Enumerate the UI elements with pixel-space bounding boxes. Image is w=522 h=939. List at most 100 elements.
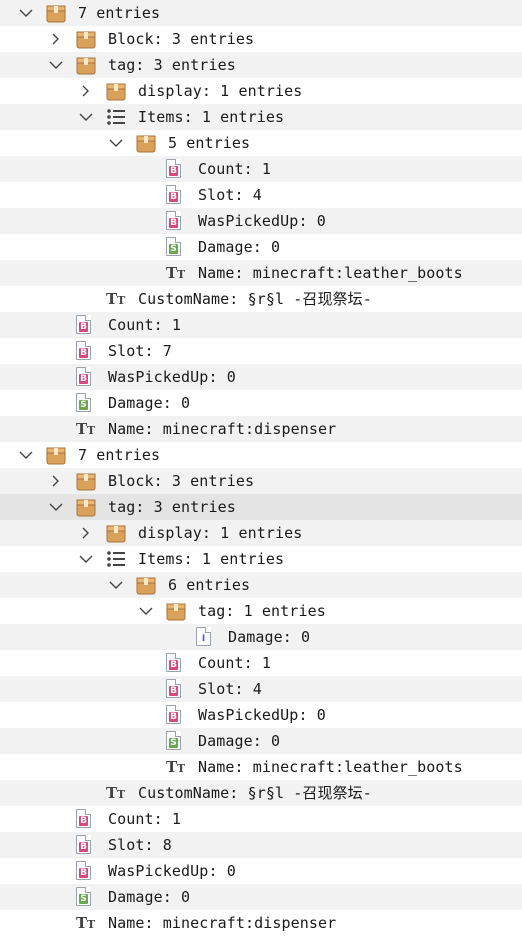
- tree-row[interactable]: display: 1 entries: [0, 78, 522, 104]
- tree-row[interactable]: B WasPickedUp: 0: [0, 858, 522, 884]
- chevron-right-icon[interactable]: [46, 468, 66, 494]
- tree-row[interactable]: Items: 1 entries: [0, 104, 522, 130]
- tree-row-label: 6 entries: [168, 576, 251, 594]
- byte-tag-icon: B: [76, 809, 91, 828]
- tree-row-label: Damage: 0: [198, 238, 281, 256]
- compound-tag-icon: [76, 497, 96, 517]
- tree-row[interactable]: S Damage: 0: [0, 884, 522, 910]
- chevron-down-icon[interactable]: [106, 130, 126, 156]
- tree-row[interactable]: I Damage: 0: [0, 624, 522, 650]
- tree-row-label: Items: 1 entries: [138, 550, 285, 568]
- chevron-down-icon[interactable]: [76, 546, 96, 572]
- tree-row-label: Count: 1: [198, 160, 272, 178]
- chevron-down-icon[interactable]: [136, 598, 156, 624]
- tree-row-label: Slot: 8: [108, 836, 172, 854]
- tree-row[interactable]: Block: 3 entries: [0, 26, 522, 52]
- tree-row[interactable]: 6 entries: [0, 572, 522, 598]
- tree-row-label: Count: 1: [108, 810, 182, 828]
- tree-row-label: WasPickedUp: 0: [198, 212, 326, 230]
- byte-tag-icon: B: [166, 653, 181, 672]
- tree-row[interactable]: B Count: 1: [0, 806, 522, 832]
- tree-row-label: WasPickedUp: 0: [108, 368, 236, 386]
- tree-row-label: CustomName: §r§l -召现祭坛-: [138, 290, 372, 308]
- byte-tag-icon: B: [166, 159, 181, 178]
- chevron-right-icon[interactable]: [46, 26, 66, 52]
- byte-tag-icon: B: [166, 185, 181, 204]
- short-tag-icon: S: [76, 393, 91, 412]
- tree-row[interactable]: tag: 3 entries: [0, 494, 522, 520]
- tree-row[interactable]: B Count: 1: [0, 312, 522, 338]
- compound-tag-icon: [106, 81, 126, 101]
- byte-tag-icon: B: [76, 315, 91, 334]
- tree-row-label: tag: 1 entries: [198, 602, 326, 620]
- compound-tag-icon: [46, 3, 66, 23]
- tree-row-label: Slot: 7: [108, 342, 172, 360]
- chevron-down-icon[interactable]: [46, 52, 66, 78]
- chevron-down-icon[interactable]: [76, 104, 96, 130]
- tree-row-label: Block: 3 entries: [108, 30, 255, 48]
- tree-row-label: Name: minecraft:leather_boots: [198, 758, 463, 776]
- chevron-down-icon[interactable]: [46, 494, 66, 520]
- short-tag-icon: S: [76, 887, 91, 906]
- compound-tag-icon: [166, 601, 186, 621]
- tree-row-label: 7 entries: [78, 446, 161, 464]
- tree-row-label: WasPickedUp: 0: [198, 706, 326, 724]
- tree-row-label: Damage: 0: [198, 732, 281, 750]
- chevron-down-icon[interactable]: [106, 572, 126, 598]
- tree-row-label: display: 1 entries: [138, 524, 303, 542]
- tree-row[interactable]: display: 1 entries: [0, 520, 522, 546]
- tree-row[interactable]: 5 entries: [0, 130, 522, 156]
- tree-row-label: Name: minecraft:dispenser: [108, 914, 337, 932]
- tree-row[interactable]: tag: 3 entries: [0, 52, 522, 78]
- chevron-right-icon[interactable]: [76, 78, 96, 104]
- tree-row[interactable]: 7 entries: [0, 0, 522, 26]
- tree-row[interactable]: S Damage: 0: [0, 390, 522, 416]
- tree-row[interactable]: 7 entries: [0, 442, 522, 468]
- list-tag-icon: [106, 550, 126, 568]
- byte-tag-icon: B: [166, 679, 181, 698]
- tree-row[interactable]: B Count: 1: [0, 156, 522, 182]
- tree-row-label: 7 entries: [78, 4, 161, 22]
- tree-row-label: Name: minecraft:leather_boots: [198, 264, 463, 282]
- chevron-down-icon[interactable]: [16, 0, 36, 26]
- byte-tag-icon: B: [76, 861, 91, 880]
- compound-tag-icon: [106, 523, 126, 543]
- tree-row-label: display: 1 entries: [138, 82, 303, 100]
- chevron-right-icon[interactable]: [76, 520, 96, 546]
- compound-tag-icon: [76, 471, 96, 491]
- chevron-down-icon[interactable]: [16, 442, 36, 468]
- tree-row-label: WasPickedUp: 0: [108, 862, 236, 880]
- tree-row[interactable]: tag: 1 entries: [0, 598, 522, 624]
- tree-row-label: tag: 3 entries: [108, 56, 236, 74]
- int-tag-icon: I: [196, 627, 211, 646]
- tree-row-label: Damage: 0: [108, 888, 191, 906]
- tree-row[interactable]: Items: 1 entries: [0, 546, 522, 572]
- tree-row-label: Count: 1: [108, 316, 182, 334]
- tree-row-label: Damage: 0: [108, 394, 191, 412]
- tree-row-label: Damage: 0: [228, 628, 311, 646]
- tree-row[interactable]: Block: 3 entries: [0, 468, 522, 494]
- tree-row-label: 5 entries: [168, 134, 251, 152]
